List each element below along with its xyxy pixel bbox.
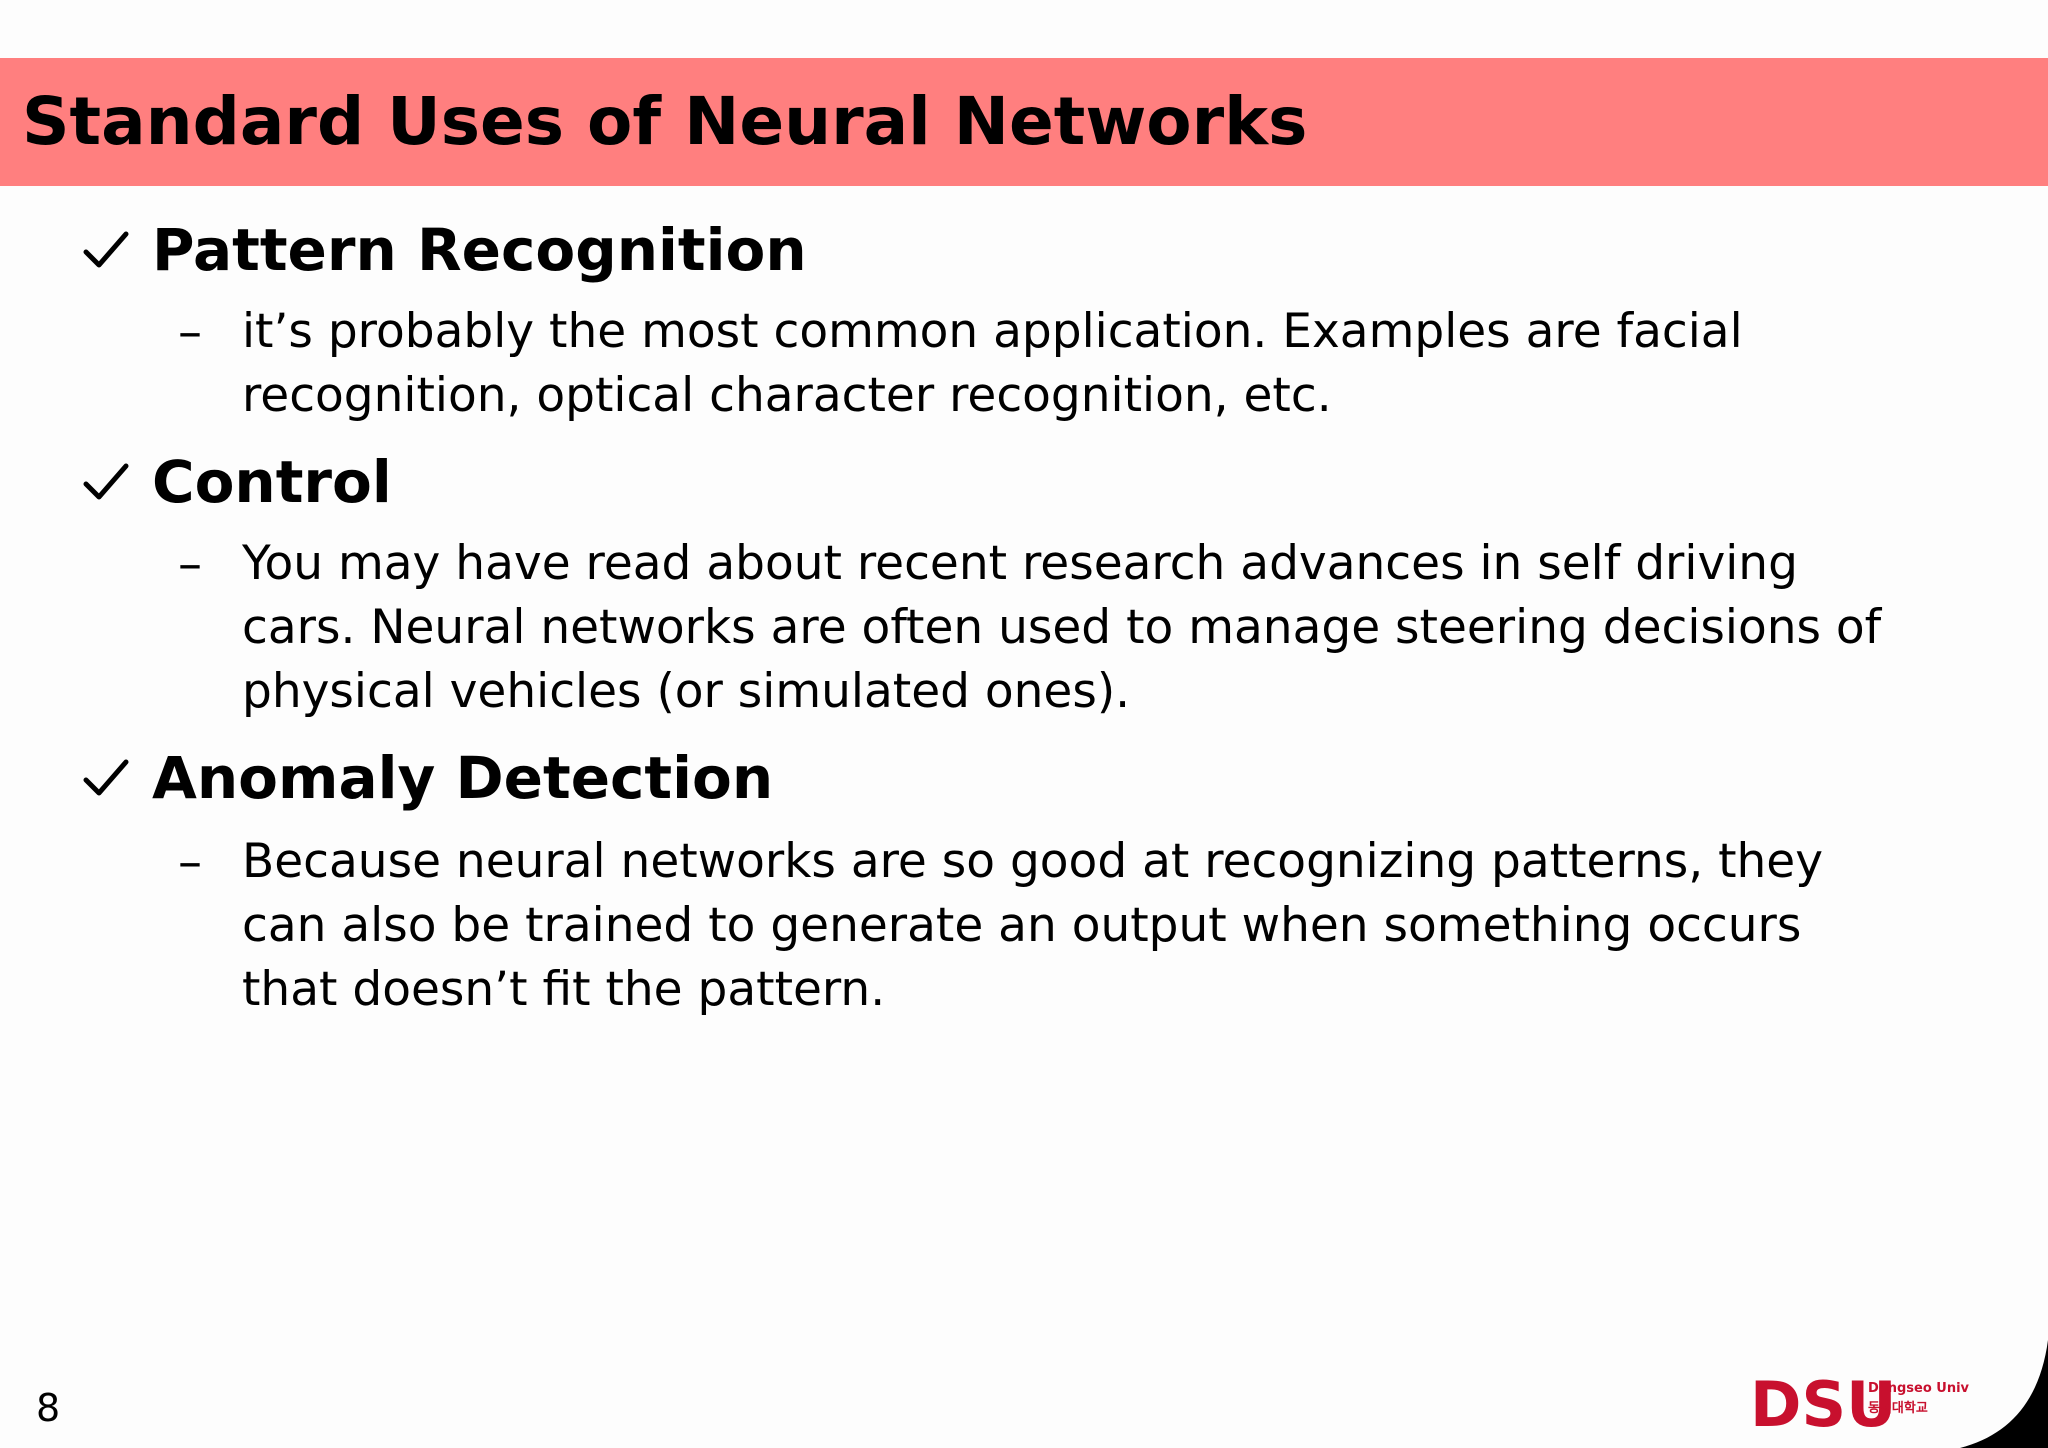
title-bar: Standard Uses of Neural Networks [0,58,2048,186]
section-body-pattern-recognition: it’s probably the most common applicatio… [242,300,1962,428]
section-title: Control [152,448,392,516]
checkmark-icon [83,231,129,268]
logo-mark: DSU [1750,1368,1896,1434]
dash-bullet: – [178,536,202,592]
body-line: cars. Neural networks are often used to … [242,600,1882,655]
logo-university-kr: 동서대학교 [1868,1400,1928,1416]
corner-decoration [1960,1340,2048,1448]
page-number: 8 [36,1386,61,1430]
body-line: You may have read about recent research … [242,536,1798,591]
section-heading-anomaly-detection: Anomaly Detection [80,738,773,818]
section-body-anomaly-detection: Because neural networks are so good at r… [242,830,1962,1022]
dash-bullet: – [178,304,202,360]
checkmark-icon [83,463,129,500]
logo-university-en: Dongseo Univ [1868,1381,1970,1396]
body-line: it’s probably the most common applicatio… [242,304,1743,359]
dsu-logo: DSU Dongseo Univ 동서대학교 [1750,1368,1970,1434]
body-line: Because neural networks are so good at r… [242,834,1824,889]
dash-bullet: – [178,834,202,890]
section-title: Anomaly Detection [152,744,774,812]
section-heading-pattern-recognition: Pattern Recognition [80,210,807,290]
section-body-control: You may have read about recent research … [242,532,1962,724]
section-heading-control: Control [80,442,392,522]
body-line: can also be trained to generate an outpu… [242,898,1802,953]
body-line: recognition, optical character recogniti… [242,368,1332,423]
slide-title: Standard Uses of Neural Networks [22,83,1308,160]
checkmark-icon [83,759,129,796]
section-title: Pattern Recognition [152,216,807,284]
body-line: physical vehicles (or simulated ones). [242,664,1131,719]
body-line: that doesn’t fit the pattern. [242,962,886,1017]
